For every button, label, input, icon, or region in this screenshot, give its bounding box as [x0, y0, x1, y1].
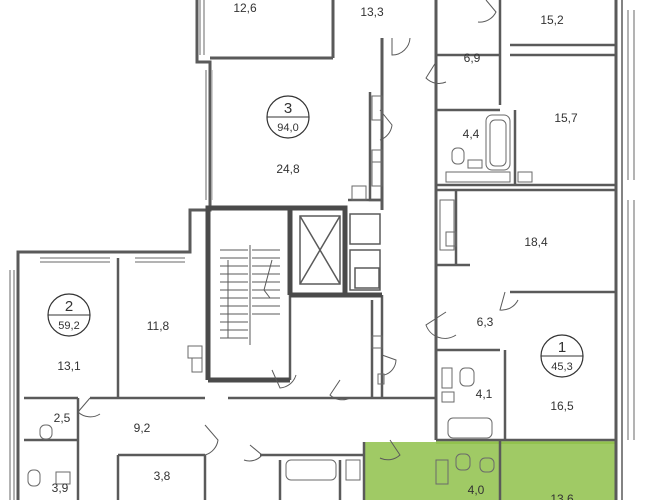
room-area: 13,1	[57, 359, 81, 373]
apartment-area: 94,0	[277, 122, 298, 134]
windows-right	[9, 0, 635, 500]
apartment-area: 45,3	[551, 361, 572, 373]
room-area: 13,3	[360, 5, 384, 19]
interior-walls	[24, 0, 616, 500]
room-area: 2,5	[54, 411, 71, 425]
room-area: 4,4	[463, 127, 480, 141]
doors	[77, 0, 519, 462]
room-area: 24,8	[276, 162, 300, 176]
lift-shafts	[299, 213, 381, 291]
bathtub-icon	[447, 417, 493, 439]
room-area: 4,1	[476, 387, 493, 401]
room-area: 15,7	[554, 111, 578, 125]
room-area: 4,0	[468, 483, 485, 497]
room-area: 3,8	[154, 469, 171, 483]
stairs	[220, 245, 280, 345]
toilet-icon	[27, 469, 41, 487]
bathtub-icon	[485, 114, 511, 171]
room-area: 12,6	[233, 1, 257, 15]
toilet-icon	[459, 367, 475, 387]
apartment-marker-1[interactable]: 1 45,3	[540, 334, 584, 378]
highlighted-apartment-upper[interactable]	[436, 440, 616, 444]
room-area: 11,8	[147, 319, 170, 333]
apartment-marker-2[interactable]: 2 59,2	[47, 293, 91, 337]
room-area: 13,6	[550, 492, 574, 500]
sink-icon	[55, 471, 71, 485]
sink-icon	[467, 159, 483, 169]
room-area: 6,3	[477, 315, 494, 329]
core-walls	[205, 205, 382, 383]
apartment-number: 1	[558, 339, 566, 356]
room-labels: 12,6 13,3 15,2 6,9 15,7 4,4 24,8 18,4 6,…	[52, 1, 578, 500]
highlighted-apartment[interactable]	[364, 442, 616, 500]
bathtub-icon	[285, 459, 337, 481]
room-area: 3,9	[52, 481, 69, 495]
apartment-marker-3[interactable]: 3 94,0	[266, 95, 310, 139]
apartment-number: 3	[284, 100, 292, 117]
bathroom-fixtures	[27, 95, 533, 487]
toilet-icon	[39, 424, 53, 440]
sink-icon	[441, 367, 453, 389]
apartment-area: 59,2	[58, 320, 79, 332]
room-area: 15,2	[540, 13, 564, 27]
room-area: 6,9	[464, 51, 481, 65]
room-area: 9,2	[134, 421, 151, 435]
room-area: 18,4	[524, 235, 548, 249]
room-area: 16,5	[550, 399, 574, 413]
apartment-number: 2	[65, 298, 73, 315]
toilet-icon	[451, 147, 465, 165]
